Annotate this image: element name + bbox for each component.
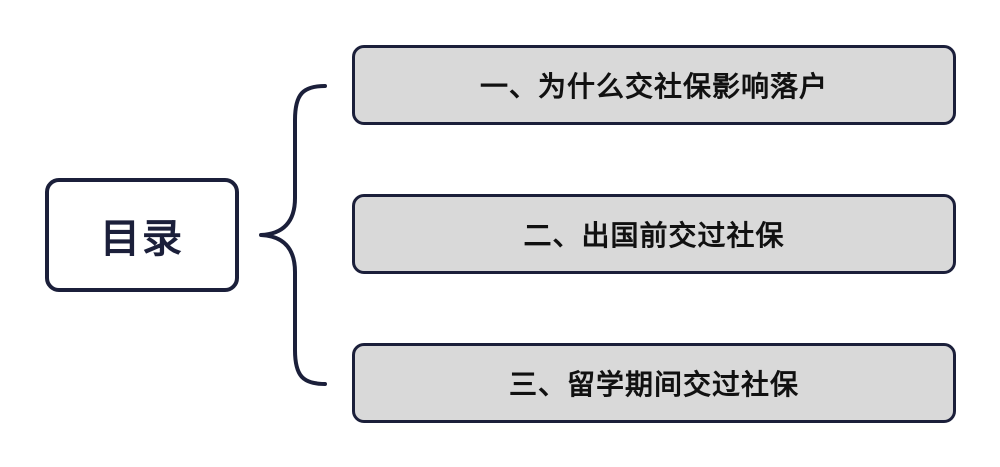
toc-item-2-label: 二、出国前交过社保: [523, 219, 785, 252]
root-node: 目录: [45, 178, 239, 292]
toc-item-2: 二、出国前交过社保: [352, 194, 956, 274]
root-label: 目录: [100, 216, 184, 262]
toc-item-3-label: 三、留学期间交过社保: [508, 368, 799, 401]
toc-item-1-label: 一、为什么交社保影响落户: [479, 70, 828, 103]
toc-item-1: 一、为什么交社保影响落户: [352, 45, 956, 125]
toc-item-3: 三、留学期间交过社保: [352, 343, 956, 423]
curly-brace-connector: [259, 84, 327, 386]
